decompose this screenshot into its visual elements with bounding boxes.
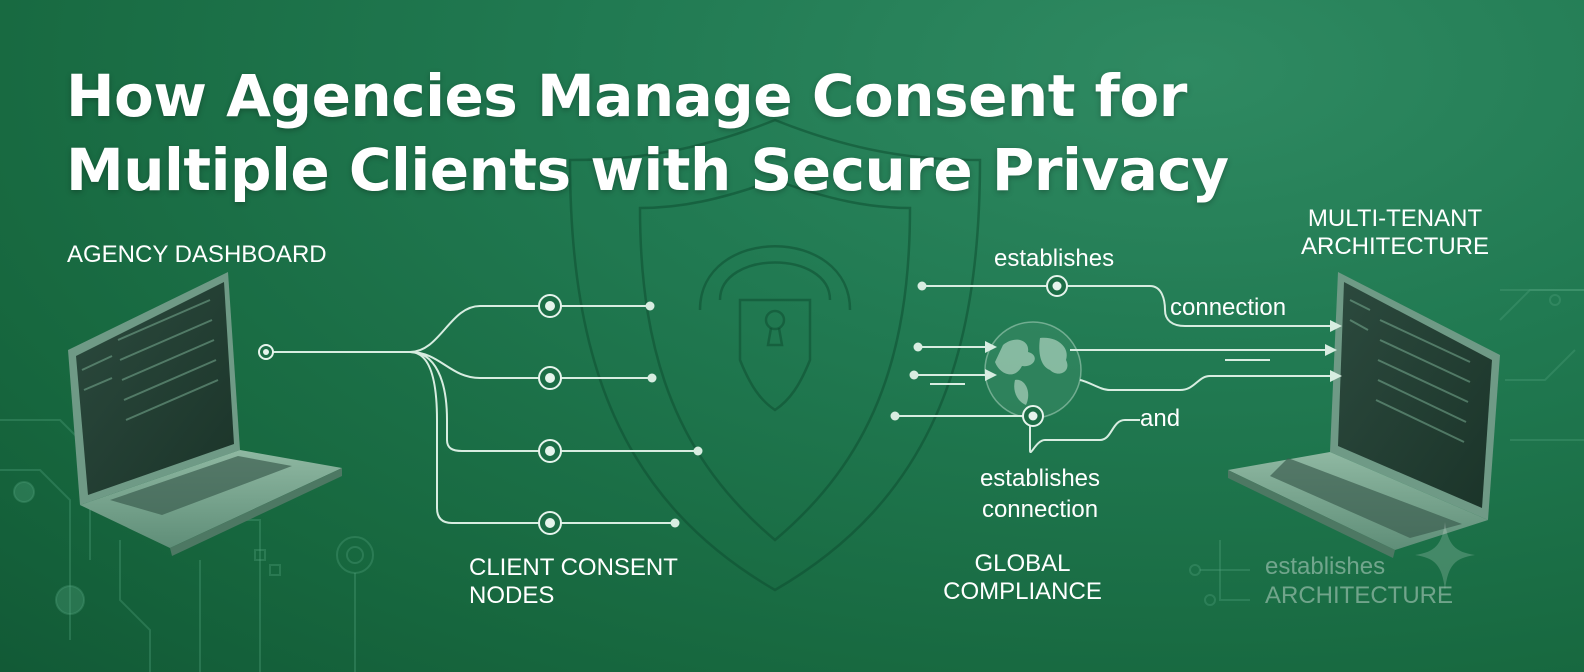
establishes-label-top: establishes xyxy=(994,245,1115,272)
multi-tenant-label-line-2: ARCHITECTURE xyxy=(1300,233,1489,260)
left-laptop-icon xyxy=(68,272,342,556)
global-compliance-label-line-2: COMPLIANCE xyxy=(943,578,1102,605)
node-dots xyxy=(258,275,1068,535)
circuit-traces-decoration xyxy=(0,289,1584,672)
faint-architecture-label: ARCHITECTURE xyxy=(1265,582,1454,609)
connection-label-top: connection xyxy=(1170,294,1287,321)
agency-dashboard-label: AGENCY DASHBOARD xyxy=(67,241,327,268)
node-small-dot xyxy=(645,281,927,528)
client-consent-nodes-label-line-2: NODES xyxy=(469,582,555,609)
sparkle-icon xyxy=(1415,522,1475,590)
shield-lock-icon xyxy=(568,118,982,592)
node-core xyxy=(263,281,1062,528)
arrowheads xyxy=(985,320,1342,382)
multi-tenant-label-line-1: MULTI-TENANT xyxy=(1307,205,1483,232)
page-title-line-1: How Agencies Manage Consent for xyxy=(66,62,1187,130)
page-title-line-2: Multiple Clients with Secure Privacy xyxy=(66,136,1229,204)
faint-establishes-label: establishes xyxy=(1265,553,1386,580)
globe-icon xyxy=(984,321,1082,419)
and-label: and xyxy=(1140,405,1181,432)
connection-label-mid: connection xyxy=(981,496,1099,523)
right-laptop-icon xyxy=(1228,272,1500,558)
global-compliance-label-line-1: GLOBAL xyxy=(974,550,1071,577)
establishes-label-mid: establishes xyxy=(979,465,1101,492)
client-consent-nodes-label-line-1: CLIENT CONSENT xyxy=(469,554,678,581)
connector-lines xyxy=(266,285,1330,524)
